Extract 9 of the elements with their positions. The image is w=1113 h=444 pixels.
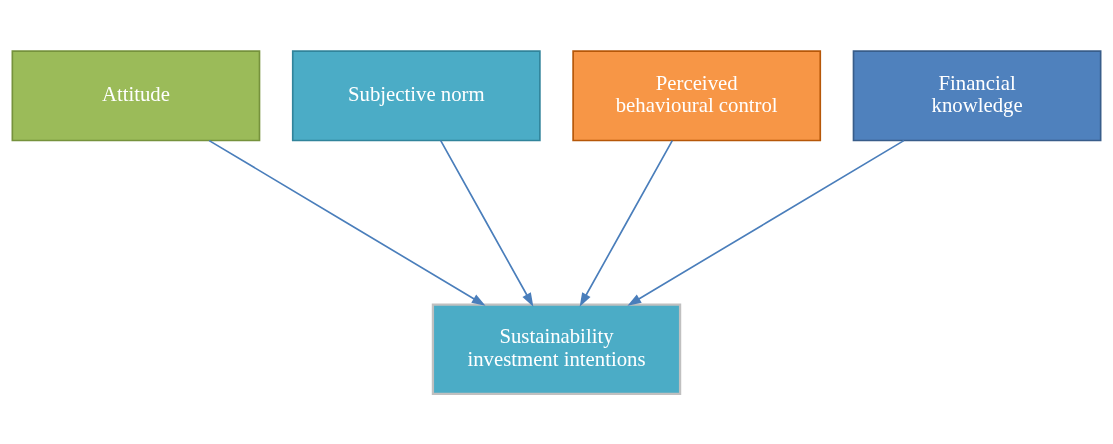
arrow [439,139,534,307]
arrow [579,139,674,307]
node-box: Sustainability investment intentions [431,302,682,395]
node-box: Financial knowledge [852,49,1102,141]
node-box: Attitude [11,49,261,141]
arrow [627,139,905,306]
node-box: Perceived behavioural control [572,49,822,141]
arrow [208,139,486,306]
node-box: Subjective norm [291,49,541,141]
